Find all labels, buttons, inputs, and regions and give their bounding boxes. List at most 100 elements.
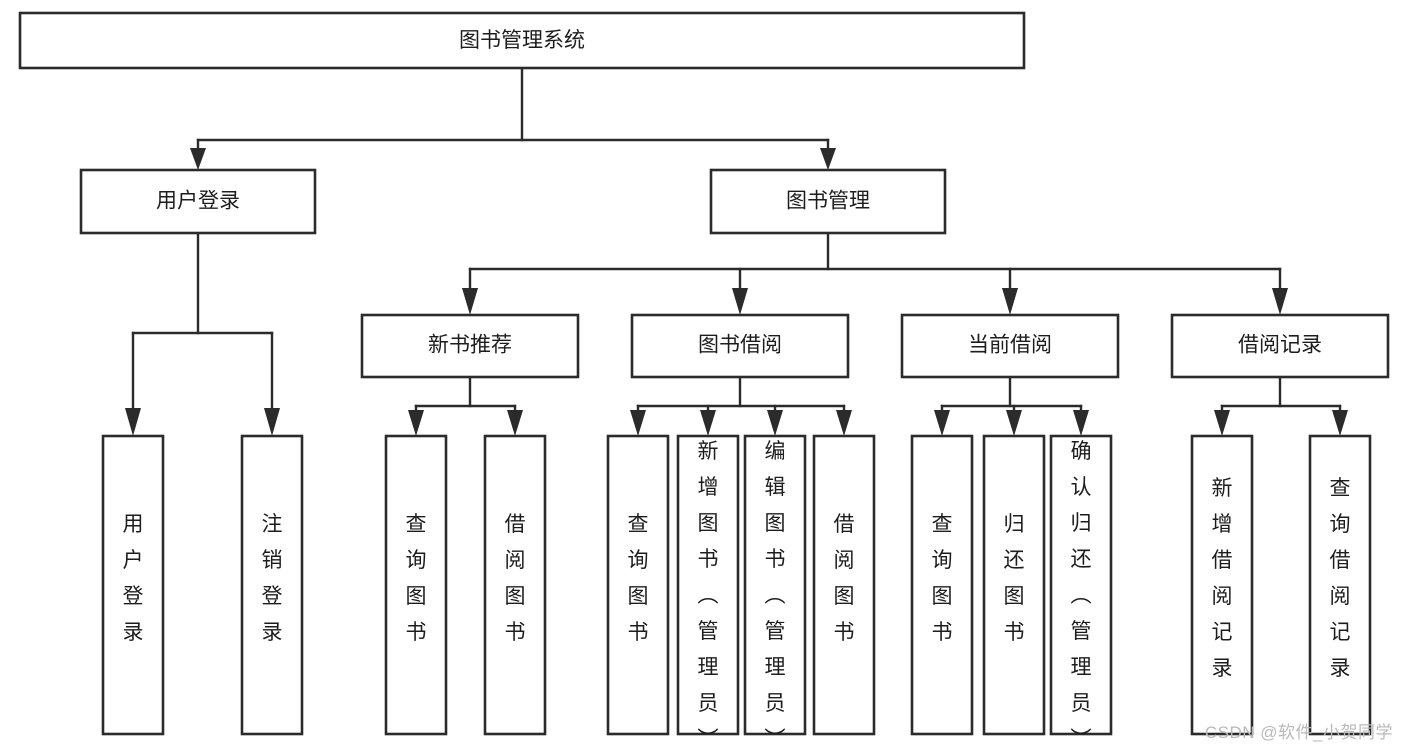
- leaf-label-char: ︶: [1071, 728, 1092, 747]
- node-book-manage-box[interactable]: [709, 168, 947, 235]
- leaf-node-label: 查询图书: [406, 513, 427, 644]
- node-user-login-box[interactable]: [79, 168, 317, 235]
- leaf-label-char: 新: [698, 440, 719, 463]
- node-current-borrow-label: 当前借阅: [968, 334, 1052, 357]
- leaf-node-box[interactable]: [606, 434, 670, 736]
- leaf-label-char: 书: [505, 621, 526, 644]
- arrow-head-icon: [408, 410, 424, 436]
- leaf-label-char: 管: [698, 620, 719, 643]
- leaf-node[interactable]: 查询借阅记录: [1308, 434, 1372, 736]
- node-book-manage[interactable]: 图书管理: [709, 168, 947, 235]
- leaf-node-box[interactable]: [1190, 434, 1254, 736]
- node-current-borrow[interactable]: 当前借阅: [900, 313, 1120, 379]
- connector-bookborrow-to-leaves: [630, 375, 852, 436]
- leaf-label-char: ︶: [765, 728, 786, 747]
- leaf-node[interactable]: 查询图书: [910, 434, 974, 736]
- node-borrow-record-box[interactable]: [1170, 313, 1390, 379]
- leaf-node-box[interactable]: [676, 434, 740, 736]
- leaf-label-char: 书: [406, 621, 427, 644]
- leaf-label-char: 还: [1004, 549, 1025, 572]
- leaf-node-box[interactable]: [982, 434, 1046, 736]
- leaf-label-char: 图: [765, 512, 786, 535]
- leaf-node[interactable]: 归还图书: [982, 434, 1046, 736]
- leaf-node[interactable]: 编辑图书︵管理员︶: [743, 434, 807, 747]
- leaf-node[interactable]: 新增图书︵管理员︶: [676, 434, 740, 747]
- leaf-node[interactable]: 新增借阅记录: [1190, 434, 1254, 736]
- leaf-node[interactable]: 借阅图书: [812, 434, 876, 736]
- node-borrow-record-label: 借阅记录: [1238, 334, 1322, 357]
- leaf-label-char: 图: [505, 585, 526, 608]
- leaf-label-char: 书: [1004, 621, 1025, 644]
- leaf-label-char: 管: [765, 620, 786, 643]
- leaf-node-box[interactable]: [812, 434, 876, 736]
- leaf-node[interactable]: 用户登录: [101, 434, 165, 736]
- leaf-node[interactable]: 借阅图书: [483, 434, 547, 736]
- connector-currentborrow-to-leaves: [934, 375, 1089, 436]
- leaf-label-char: 录: [262, 621, 283, 644]
- leaf-node[interactable]: 确认归还︵管理员︶: [1049, 434, 1113, 747]
- leaf-label-char: 户: [123, 549, 144, 572]
- arrow-head-icon: [836, 410, 852, 436]
- leaf-node[interactable]: 查询图书: [384, 434, 448, 736]
- node-borrow-record[interactable]: 借阅记录: [1170, 313, 1390, 379]
- leaf-label-char: 录: [1212, 657, 1233, 680]
- arrow-head-icon: [1073, 410, 1089, 436]
- leaf-label-char: 员: [698, 692, 719, 715]
- connector-userlogin-to-leaves: [125, 231, 280, 436]
- arrow-head-icon: [767, 410, 783, 436]
- leaf-node-label: 新增图书︵管理员︶: [698, 440, 719, 747]
- node-book-manage-label: 图书管理: [786, 190, 870, 213]
- leaf-node-box[interactable]: [240, 434, 304, 736]
- arrow-head-icon: [1002, 288, 1018, 315]
- leaf-label-char: 图: [628, 585, 649, 608]
- leaf-node-box[interactable]: [1308, 434, 1372, 736]
- leaf-node-box[interactable]: [483, 434, 547, 736]
- leaf-label-char: 查: [628, 513, 649, 536]
- leaf-node-label: 查询图书: [628, 513, 649, 644]
- leaf-node-box[interactable]: [1049, 434, 1113, 736]
- leaf-label-char: 认: [1071, 476, 1092, 499]
- leaf-label-char: 书: [932, 621, 953, 644]
- node-new-book-recommend-box[interactable]: [360, 313, 580, 379]
- leaf-node-box[interactable]: [384, 434, 448, 736]
- leaf-node-layer: 用户登录注销登录查询图书借阅图书查询图书新增图书︵管理员︶编辑图书︵管理员︶借阅…: [101, 434, 1372, 747]
- leaf-label-char: 辑: [765, 476, 786, 499]
- leaf-label-char: 书: [698, 548, 719, 571]
- leaf-node-label: 注销登录: [262, 513, 283, 644]
- leaf-label-char: 询: [406, 549, 427, 572]
- leaf-label-char: ︵: [1071, 584, 1092, 607]
- arrow-head-icon: [190, 148, 206, 170]
- node-root[interactable]: 图书管理系统: [18, 11, 1026, 70]
- leaf-node[interactable]: 注销登录: [240, 434, 304, 736]
- leaf-label-char: 阅: [834, 549, 855, 572]
- node-book-borrow[interactable]: 图书借阅: [630, 313, 850, 379]
- arrow-head-icon: [630, 410, 646, 436]
- leaf-node-box[interactable]: [101, 434, 165, 736]
- arrow-head-icon: [1214, 410, 1230, 436]
- leaf-label-char: 书: [834, 621, 855, 644]
- node-root-box[interactable]: [18, 11, 1026, 70]
- arrow-head-icon: [1332, 410, 1348, 436]
- leaf-label-char: 员: [1071, 692, 1092, 715]
- leaf-node-box[interactable]: [743, 434, 807, 736]
- node-current-borrow-box[interactable]: [900, 313, 1120, 379]
- leaf-label-char: 查: [406, 513, 427, 536]
- node-new-book-recommend[interactable]: 新书推荐: [360, 313, 580, 379]
- leaf-label-char: 书: [765, 548, 786, 571]
- leaf-label-char: 员: [765, 692, 786, 715]
- leaf-label-char: 查: [932, 513, 953, 536]
- node-root-label: 图书管理系统: [459, 29, 585, 52]
- leaf-node[interactable]: 查询图书: [606, 434, 670, 736]
- arrow-head-icon: [507, 410, 523, 436]
- arrow-head-icon: [1272, 288, 1288, 315]
- node-user-login[interactable]: 用户登录: [79, 168, 317, 235]
- leaf-node-box[interactable]: [910, 434, 974, 736]
- leaf-label-char: 询: [1330, 513, 1351, 536]
- leaf-node-label: 借阅图书: [834, 513, 855, 644]
- connector-newbook-to-leaves: [408, 375, 523, 436]
- node-book-borrow-box[interactable]: [630, 313, 850, 379]
- leaf-label-char: 借: [834, 513, 855, 536]
- leaf-label-char: 图: [1004, 585, 1025, 608]
